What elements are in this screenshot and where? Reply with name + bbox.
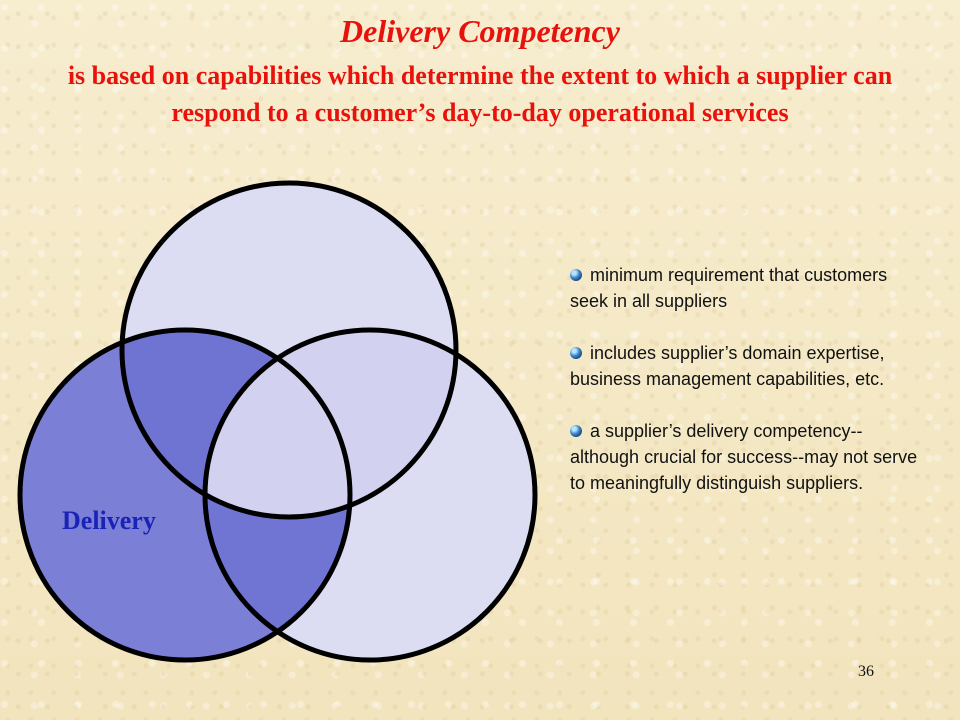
delivery-circle-label: Delivery	[62, 506, 156, 535]
venn-outline-right	[202, 327, 538, 663]
bullet-list: minimum requirement that customers seek …	[570, 262, 930, 522]
slide-subtitle: is based on capabilities which determine…	[67, 61, 893, 127]
slide-title: Delivery Competency	[340, 13, 620, 49]
bullet-text: a supplier’s delivery competency--althou…	[570, 421, 918, 493]
bullet-item: a supplier’s delivery competency--althou…	[570, 418, 930, 496]
bullet-text: includes supplier’s domain expertise, bu…	[570, 343, 885, 389]
blue-ball-icon	[570, 347, 582, 359]
bullet-text: minimum requirement that customers seek …	[570, 265, 888, 311]
venn-outline-left	[17, 327, 353, 663]
bullet-item: minimum requirement that customers seek …	[570, 262, 930, 314]
bullet-item: includes supplier’s domain expertise, bu…	[570, 340, 930, 392]
venn-outline-top	[119, 180, 459, 520]
blue-ball-icon	[570, 269, 582, 281]
blue-ball-icon	[570, 425, 582, 437]
page-number: 36	[858, 663, 874, 680]
